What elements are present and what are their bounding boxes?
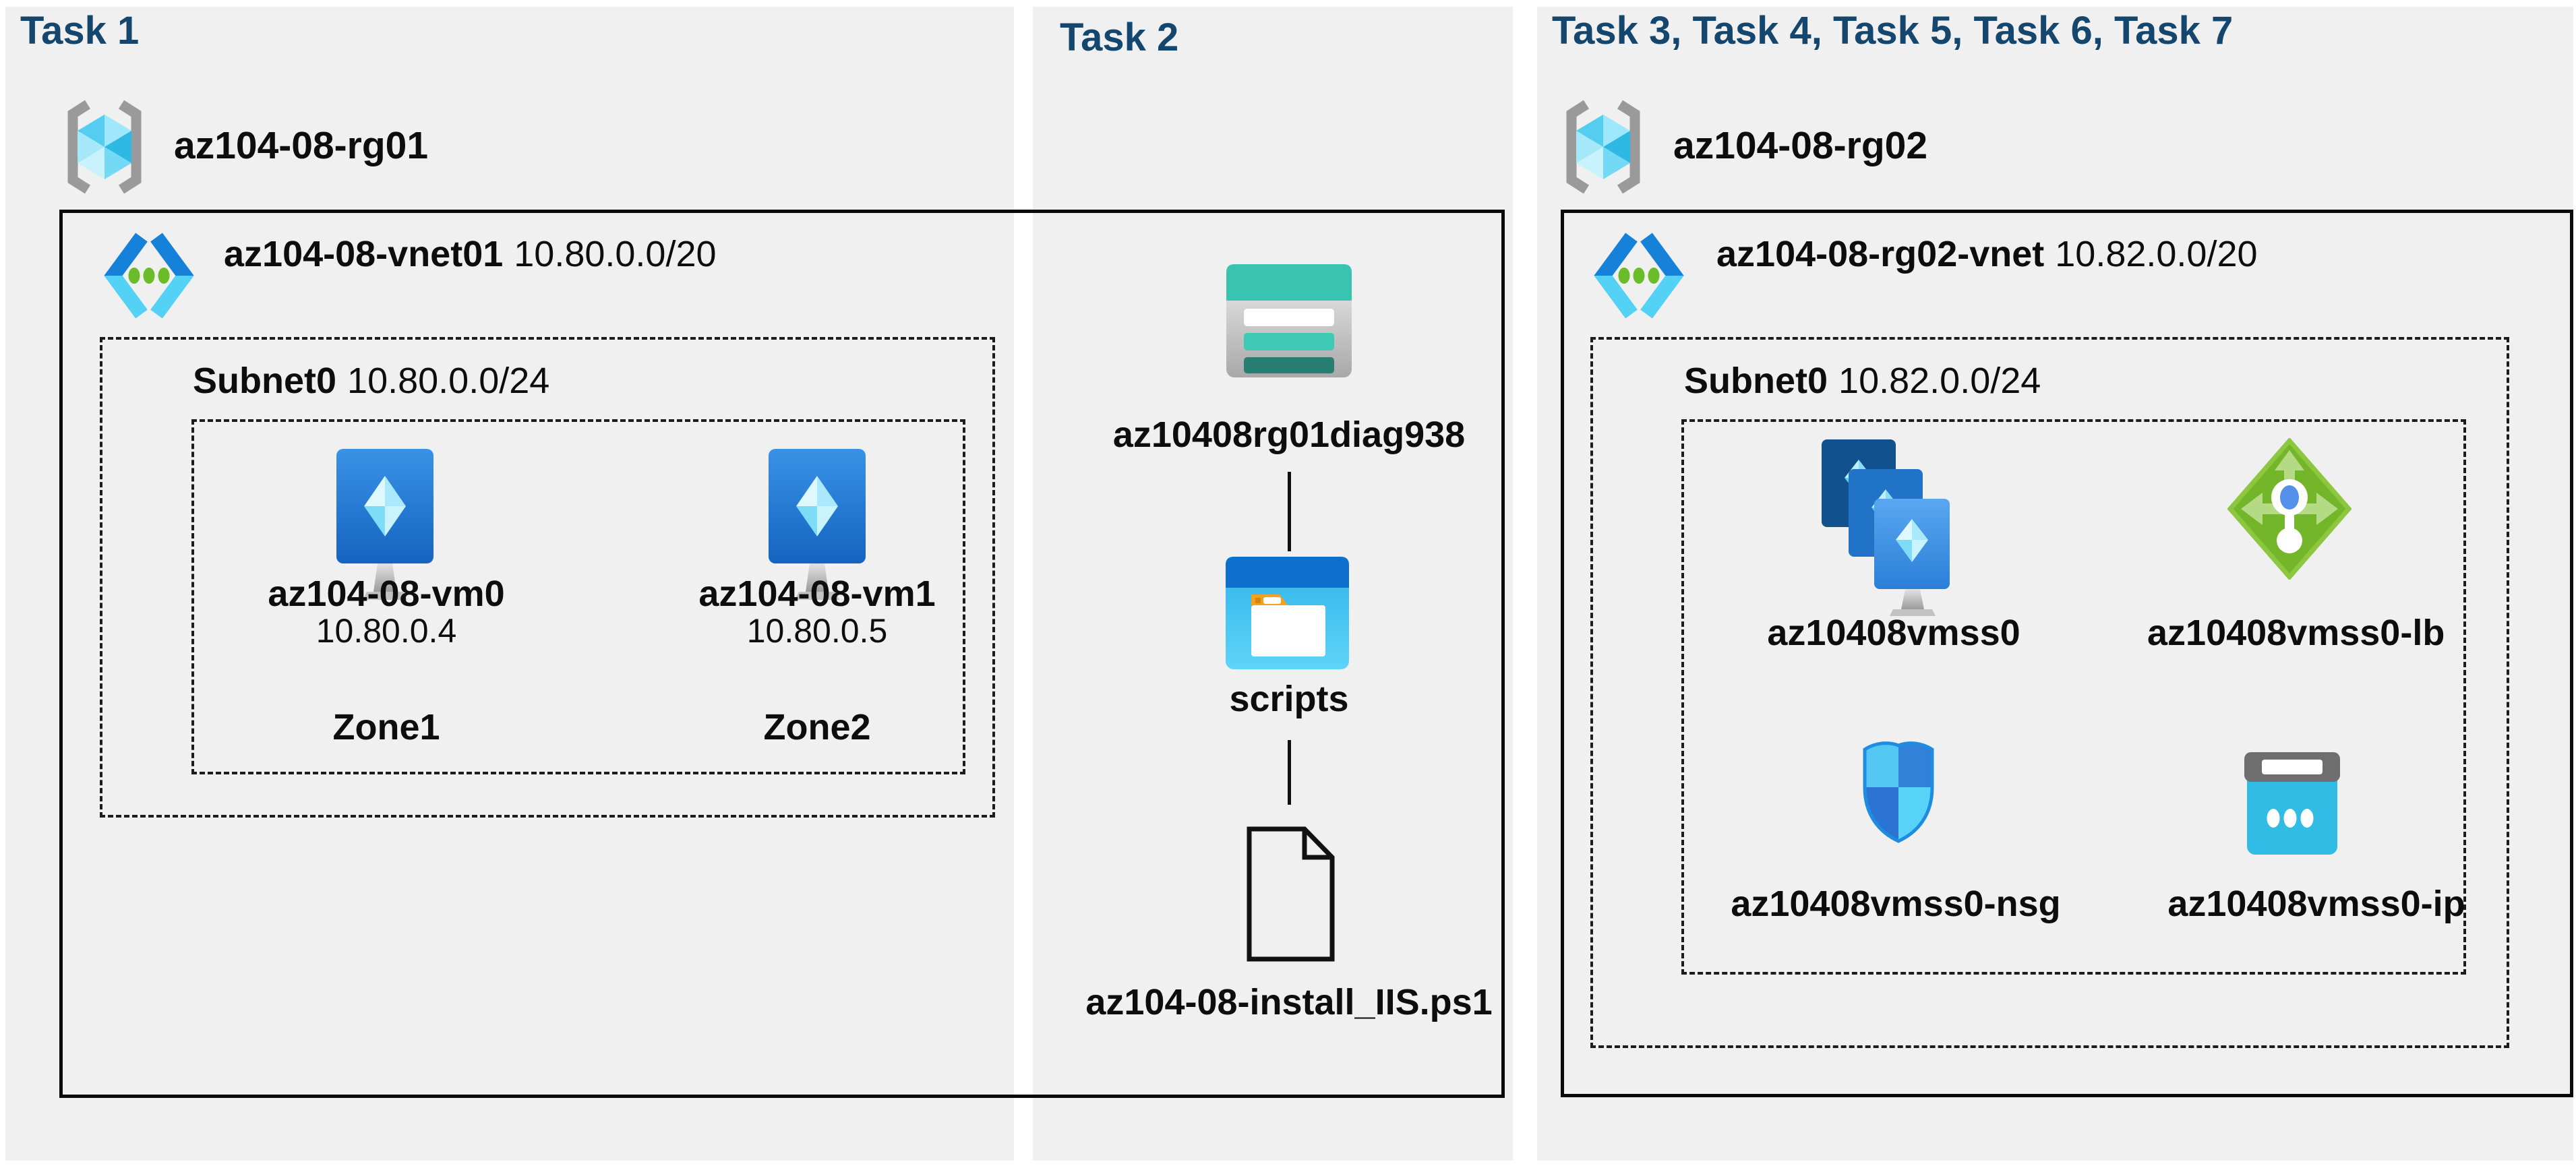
subnet-name: Subnet0 xyxy=(1684,361,1828,401)
script-file-name: az104-08-install_IIS.ps1 xyxy=(1085,982,1493,1022)
storage-account-icon xyxy=(1226,264,1352,377)
panel-task1 xyxy=(5,7,1014,1161)
resource-group-name: az104-08-rg02 xyxy=(1673,124,1928,167)
vnet-cidr: 10.80.0.0/20 xyxy=(514,234,717,274)
load-balancer-name: az10408vmss0-lb xyxy=(2147,613,2445,653)
vm-scale-set-icon xyxy=(1822,439,1956,616)
connector-folder-file xyxy=(1288,740,1291,805)
vm-name: az104-08-vm1 xyxy=(698,574,936,614)
task2-title: Task 2 xyxy=(1060,16,1179,59)
vm-zone: Zone2 xyxy=(763,707,871,747)
resources-box xyxy=(1681,419,2466,975)
vmss-name: az10408vmss0 xyxy=(1767,613,2020,653)
subnet-box xyxy=(100,337,995,818)
vnet-cidr: 10.82.0.0/20 xyxy=(2055,234,2258,274)
script-file-icon xyxy=(1247,826,1335,962)
zones-box xyxy=(191,419,965,774)
subnet-cidr: 10.80.0.0/24 xyxy=(347,361,550,401)
public-ip-name: az10408vmss0-ip xyxy=(2167,884,2465,924)
resource-group-name: az104-08-rg01 xyxy=(174,124,429,167)
vm-name: az104-08-vm0 xyxy=(268,574,505,614)
vm-ip: 10.80.0.5 xyxy=(746,612,888,650)
virtual-machine-icon xyxy=(328,449,442,611)
vnet-boundary-box xyxy=(1561,210,2573,1097)
subnet-cidr: 10.82.0.0/24 xyxy=(1838,361,2041,401)
resource-group-icon xyxy=(1561,100,1646,194)
container-name: scripts xyxy=(1229,679,1349,719)
subnet-name: Subnet0 xyxy=(193,361,337,401)
virtual-machine-icon xyxy=(760,449,874,611)
resource-group-icon xyxy=(62,100,147,194)
blob-container-icon xyxy=(1226,557,1349,669)
vnet-name: az104-08-vnet01 xyxy=(224,234,504,274)
public-ip-icon xyxy=(2244,752,2340,855)
virtual-network-icon xyxy=(1590,226,1688,325)
panel-task3 xyxy=(1537,7,2573,1161)
storage-account-name: az10408rg01diag938 xyxy=(1112,415,1466,455)
subnet-box xyxy=(1590,337,2509,1048)
vm-zone: Zone1 xyxy=(332,707,440,747)
task3-title: Task 3, Task 4, Task 5, Task 6, Task 7 xyxy=(1552,9,2234,53)
vnet-name: az104-08-rg02-vnet xyxy=(1716,234,2045,274)
network-security-group-icon xyxy=(1858,740,1939,845)
connector-storage-folder xyxy=(1288,472,1291,551)
task1-title: Task 1 xyxy=(20,9,140,53)
vnet-boundary-box xyxy=(59,210,1505,1098)
nsg-name: az10408vmss0-nsg xyxy=(1731,884,2061,924)
virtual-network-icon xyxy=(100,226,198,325)
load-balancer-icon xyxy=(2227,438,2352,580)
vm-ip: 10.80.0.4 xyxy=(316,612,457,650)
